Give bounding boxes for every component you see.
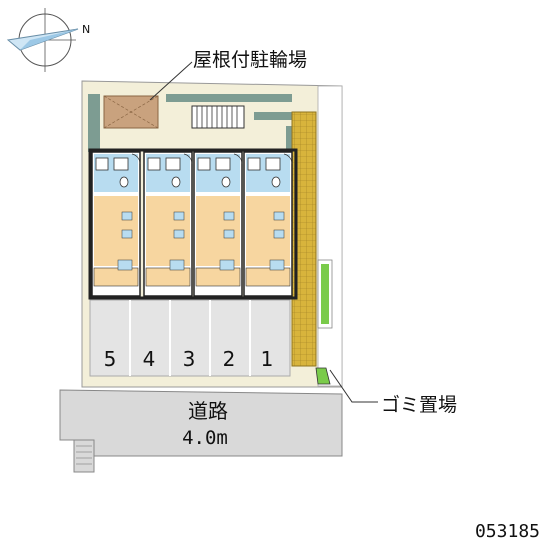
road (59, 389, 343, 473)
parking-space-5: 5 (104, 347, 117, 371)
parking-space-3: 3 (183, 347, 196, 371)
north-label: N (82, 23, 90, 36)
property-id: 053185 (475, 521, 540, 542)
bicycle-parking-label: 屋根付駐輪場 (193, 49, 307, 71)
bicycle-leader-line (149, 61, 193, 101)
planting-strip (317, 259, 333, 329)
unit-4 (243, 151, 293, 297)
garbage-leader-line (329, 369, 378, 403)
unit-1 (91, 151, 141, 297)
road-width-label: 4.0m (182, 427, 228, 449)
garbage-area (315, 367, 331, 385)
compass-icon (6, 8, 79, 72)
road-label: 道路 (188, 399, 228, 423)
garbage-area-label: ゴミ置場 (381, 394, 457, 416)
parking-space-1: 1 (261, 347, 274, 371)
parking-lot (89, 299, 291, 377)
unit-2 (143, 151, 193, 297)
stairs (191, 105, 245, 129)
parking-space-2: 2 (223, 347, 236, 371)
unit-3 (193, 151, 243, 297)
parking-space-4: 4 (143, 347, 156, 371)
bicycle-parking-area (103, 95, 159, 129)
building-outline (88, 148, 298, 300)
